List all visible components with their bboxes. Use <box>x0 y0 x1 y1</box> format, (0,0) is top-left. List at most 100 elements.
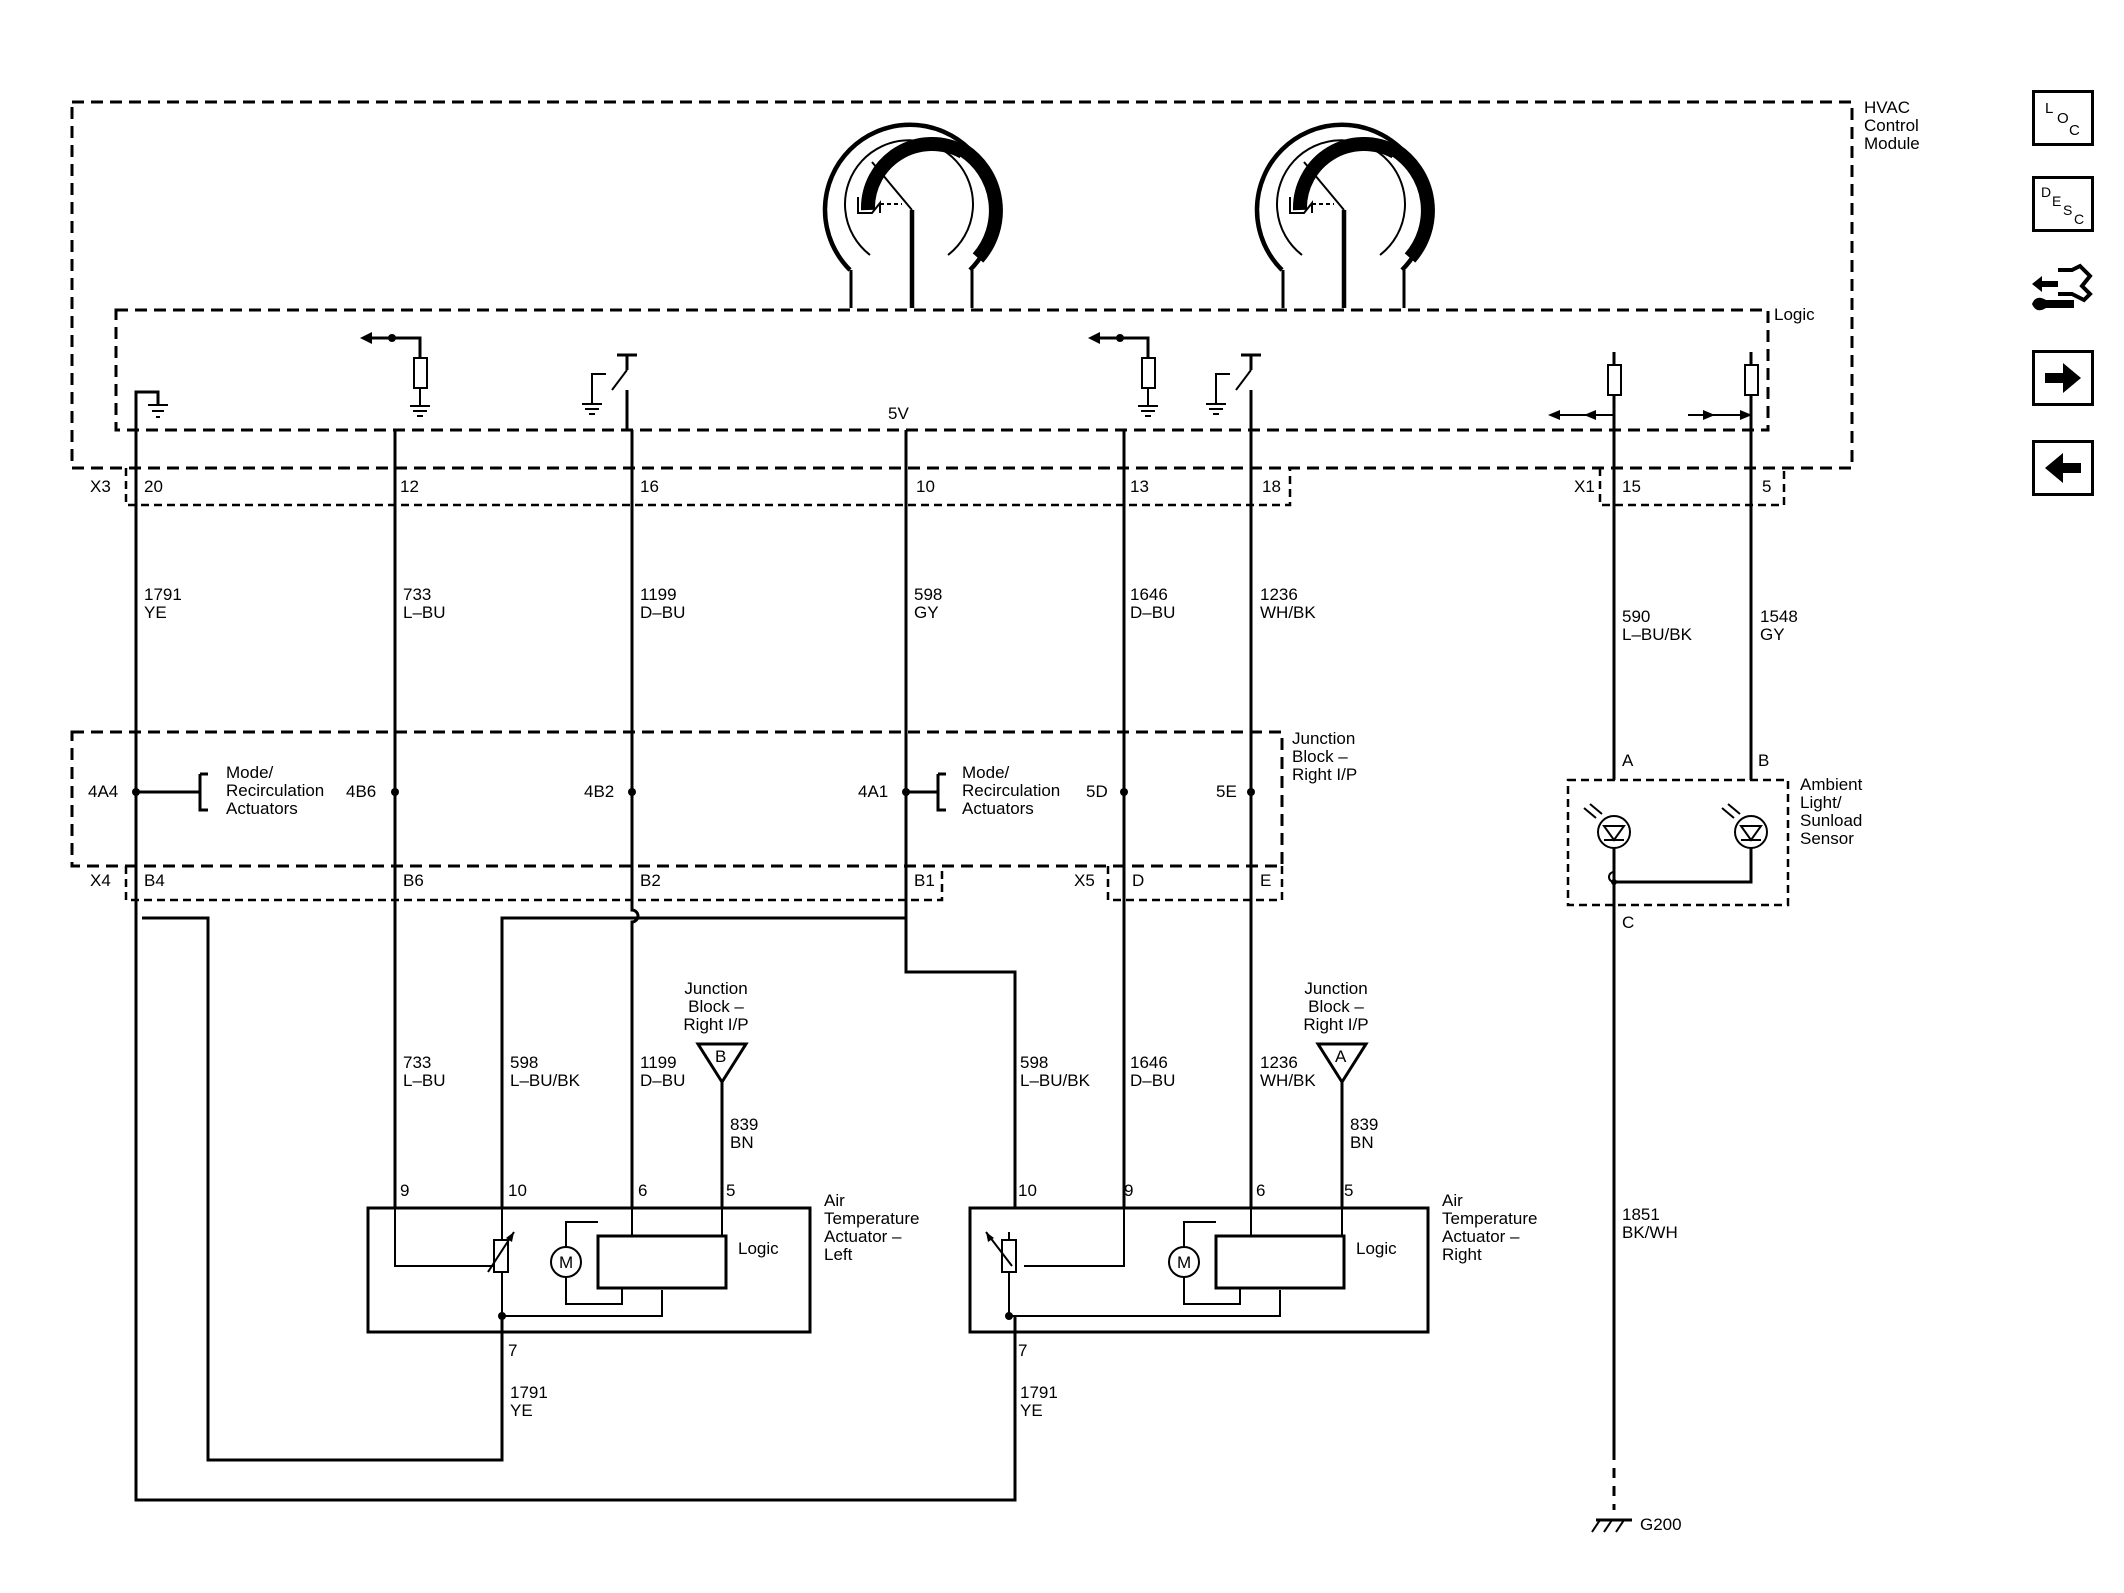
junction-terminal: 4A4 <box>88 782 118 801</box>
actuator-left-wire-labels: 733 L–BU 598 L–BU/BK 1199 D–BU 839 BN 17… <box>403 979 758 1420</box>
logic-boundary <box>114 308 1770 432</box>
wire-color: L–BU/BK <box>510 1071 581 1090</box>
wire-circuit: 1236 <box>1260 1053 1298 1072</box>
wire-color: YE <box>510 1401 533 1420</box>
wire-color: YE <box>144 603 167 622</box>
wire-circuit: 1199 <box>640 1053 677 1072</box>
junction-terminal: 4B6 <box>346 782 376 801</box>
x1-pin: 5 <box>1762 477 1771 496</box>
actuator-pin: 7 <box>508 1341 517 1360</box>
wire-circuit: 733 <box>403 585 431 604</box>
next-button[interactable] <box>2032 350 2094 406</box>
x3-pin: 16 <box>640 477 659 496</box>
label-line: Right I/P <box>1303 1015 1368 1034</box>
actuator-pin: 10 <box>1018 1181 1037 1200</box>
location-icon: L O C <box>2045 100 2080 139</box>
connector-x5: X5 D E <box>1074 866 1284 902</box>
wire-circuit: 598 <box>510 1053 538 1072</box>
description-button[interactable]: D E S C <box>2032 176 2094 232</box>
label-line: Left <box>824 1245 853 1264</box>
wire-circuit: 1791 <box>510 1383 548 1402</box>
label-line: Ambient <box>1800 775 1863 794</box>
wire-circuit: 1646 <box>1130 585 1168 604</box>
connector-x1: X1 15 5 <box>1574 468 1786 507</box>
junction-terminal: 5D <box>1086 782 1108 801</box>
label-line: Sunload <box>1800 811 1862 830</box>
hvac-module-boundary <box>70 100 1854 470</box>
x4-pin: B1 <box>914 871 935 890</box>
upper-wire-labels: 1791 YE 733 L–BU 1199 D–BU 598 GY 1646 D… <box>144 585 1798 644</box>
label-line: Control <box>1864 116 1919 135</box>
label-line: Temperature <box>1442 1209 1537 1228</box>
actuator-pin: 6 <box>1256 1181 1265 1200</box>
x3-pin: 12 <box>400 477 419 496</box>
label-line: Recirculation <box>962 781 1060 800</box>
label-line: HVAC <box>1864 98 1910 117</box>
label-line: Junction <box>1292 729 1355 748</box>
wire-color: D–BU <box>1130 603 1175 622</box>
ground-g200: G200 1851 BK/WH <box>1591 1205 1682 1534</box>
arrow-left-icon <box>2045 453 2081 483</box>
actuator-logic-label: Logic <box>738 1239 779 1258</box>
wire-color: GY <box>1760 625 1785 644</box>
previous-button[interactable] <box>2032 440 2094 496</box>
wire-circuit: 1646 <box>1130 1053 1168 1072</box>
x4-pin: B4 <box>144 871 165 890</box>
junction-block-boundary <box>70 730 1284 868</box>
wire-color: L–BU/BK <box>1622 625 1693 644</box>
label-line: Recirculation <box>226 781 324 800</box>
connector-view-button[interactable] <box>2028 254 2098 318</box>
temperature-knob-right <box>1254 122 1435 308</box>
wire-color: L–BU <box>403 1071 446 1090</box>
nav-letter: E <box>2052 193 2061 209</box>
wire-color: GY <box>914 603 939 622</box>
junction-terminal: 4A1 <box>858 782 888 801</box>
x1-pin: 15 <box>1622 477 1641 496</box>
location-button[interactable]: L O C <box>2032 90 2094 146</box>
actuator-pin: 6 <box>638 1181 647 1200</box>
supply-terminal: B <box>715 1047 726 1066</box>
connector-x1-label: X1 <box>1574 477 1595 496</box>
label-line: Mode/ <box>962 763 1010 782</box>
wire-color: L–BU <box>403 603 446 622</box>
x5-pin: D <box>1132 871 1144 890</box>
label-line: Block – <box>1292 747 1348 766</box>
label-line: Light/ <box>1800 793 1842 812</box>
actuator-right-wire-labels: 598 L–BU/BK 1646 D–BU 1236 WH/BK 839 BN … <box>1020 979 1378 1420</box>
nav-letter: S <box>2063 202 2072 218</box>
x3-pin: 13 <box>1130 477 1149 496</box>
nav-letter: D <box>2041 184 2051 200</box>
x4-pin: B2 <box>640 871 661 890</box>
actuator-pin: 5 <box>726 1181 735 1200</box>
label-line: Junction <box>684 979 747 998</box>
wire-color: D–BU <box>1130 1071 1175 1090</box>
description-icon: D E S C <box>2041 184 2084 227</box>
ground-label: G200 <box>1640 1515 1682 1534</box>
junction-terminal: 4B2 <box>584 782 614 801</box>
motor-icon: M <box>1177 1253 1191 1272</box>
label-line: Right I/P <box>683 1015 748 1034</box>
wire-circuit: 590 <box>1622 607 1650 626</box>
wire-circuit: 839 <box>1350 1115 1378 1134</box>
label-line: Block – <box>688 997 744 1016</box>
label-line: Temperature <box>824 1209 919 1228</box>
sensor-pin: B <box>1758 751 1769 770</box>
module-internal-circuits <box>134 332 1759 430</box>
wire-circuit: 1548 <box>1760 607 1798 626</box>
wires <box>134 430 1753 1510</box>
wire-circuit: 598 <box>914 585 942 604</box>
ground-wire-circuit: 1851 <box>1622 1205 1660 1224</box>
wire-color: D–BU <box>640 603 685 622</box>
actuator-pin: 7 <box>1018 1341 1027 1360</box>
wire-color: BN <box>730 1133 754 1152</box>
label-line: Actuator – <box>1442 1227 1520 1246</box>
connector-x4-label: X4 <box>90 871 111 890</box>
label-line: Sensor <box>1800 829 1854 848</box>
